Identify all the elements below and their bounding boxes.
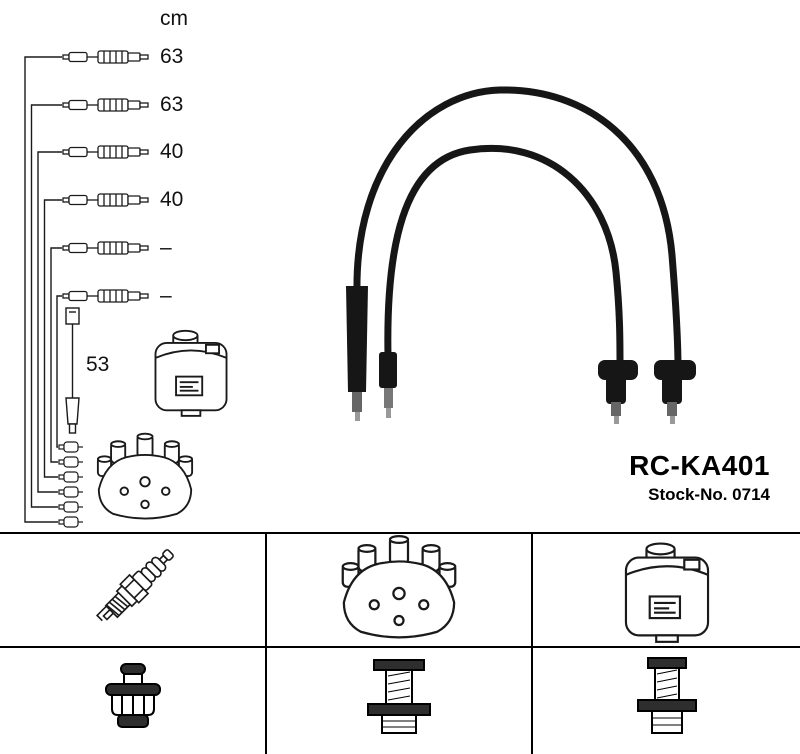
ignition-coil-icon: [624, 542, 709, 643]
wiring-diagram: [24, 50, 696, 528]
cable-inner: [384, 145, 624, 370]
cable-length-label: –: [160, 284, 172, 307]
ignition-coil-terminal-icon: [636, 657, 697, 734]
cable-symbol: [62, 50, 149, 64]
legend-cell-plug-terminal: [0, 648, 267, 754]
harness-connector-lines: [24, 56, 62, 523]
cable-length-label: 63: [160, 45, 184, 68]
connector-symbol: [58, 501, 84, 513]
cable-symbol: [62, 193, 149, 207]
cable-symbols: [62, 50, 149, 303]
distributor-cap-icon: [341, 535, 457, 639]
cable-elbow-outer: [654, 360, 696, 424]
cable-outer: [353, 86, 682, 372]
cable-length-label: 63: [160, 93, 184, 116]
legend-cell-spark-plug: [0, 534, 267, 648]
spark-plug-icon: [91, 542, 181, 631]
connector-symbol: [58, 486, 84, 498]
ignition-cables-photo: [346, 86, 696, 424]
connector-symbol: [58, 441, 84, 453]
connector-stack: [58, 441, 84, 528]
part-number: RC-KA401: [629, 450, 770, 481]
legend-cell-distributor-cap: [267, 534, 533, 648]
legend-cell-coil-terminal: [533, 648, 800, 754]
legend-cell-ignition-coil: [533, 534, 800, 648]
connector-symbol: [58, 456, 84, 468]
cable-boot-left: [346, 286, 368, 421]
cable-symbol: [62, 241, 149, 255]
component-legend: [0, 532, 800, 754]
unit-label: cm: [160, 7, 188, 30]
spark-plug-terminal-icon: [104, 663, 161, 728]
ignition-coil-drawing: [154, 329, 228, 417]
cable-symbol: [62, 289, 149, 303]
cable-symbol: [62, 98, 149, 112]
legend-cell-distributor-terminal: [267, 648, 533, 754]
cable-length-label: –: [160, 236, 172, 259]
product-identity: RC-KA401 Stock-No. 0714: [629, 450, 770, 505]
coil-wire-symbol: [65, 307, 80, 434]
cable-length-label: 40: [160, 140, 184, 163]
coil-wire-length-label: 53: [86, 353, 110, 376]
distributor-cap-drawing: [96, 432, 194, 520]
cable-symbol: [62, 145, 149, 159]
cable-length-label: 40: [160, 188, 184, 211]
distributor-terminal-icon: [367, 659, 431, 734]
cable-terminal-left: [379, 352, 397, 418]
connector-symbol: [58, 471, 84, 483]
stock-number: Stock-No. 0714: [648, 485, 770, 504]
cable-elbow-inner: [598, 360, 638, 424]
connector-symbol: [58, 516, 84, 528]
